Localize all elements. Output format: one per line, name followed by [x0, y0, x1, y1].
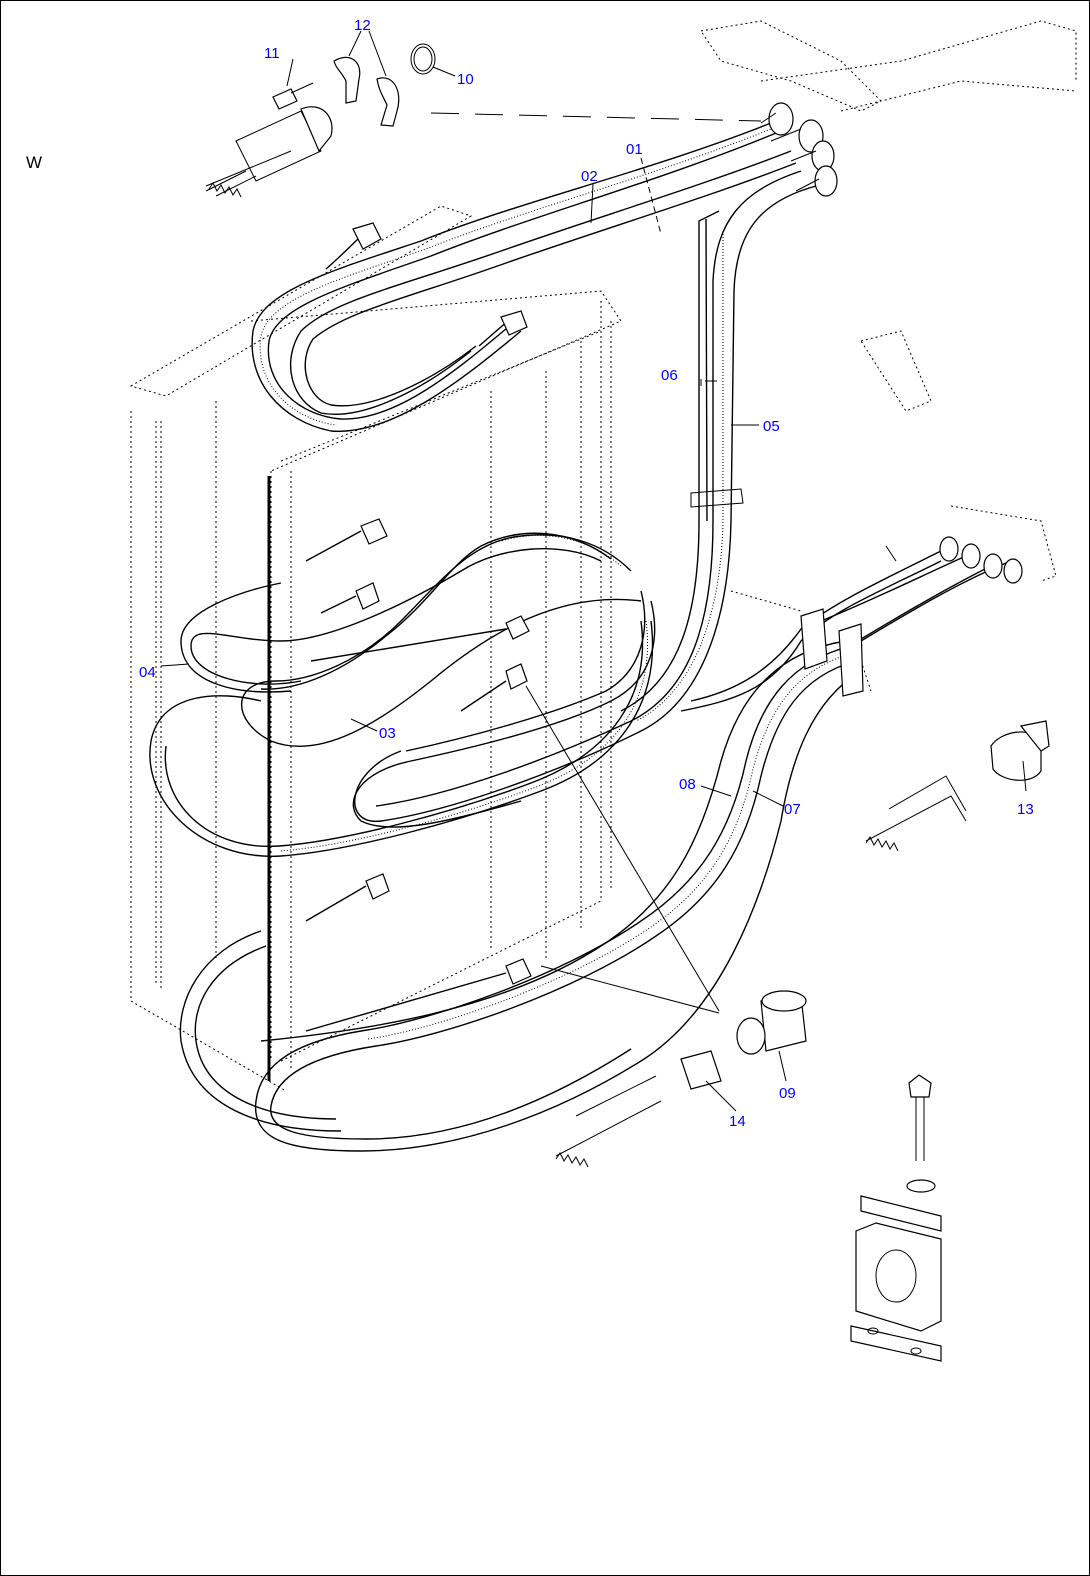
callout-07: 07	[784, 801, 801, 818]
background-structure	[129, 20, 1077, 1092]
callout-10: 10	[457, 71, 474, 88]
callout-03: 03	[379, 725, 396, 742]
callout-04: 04	[139, 664, 156, 681]
callout-02: 02	[581, 168, 598, 185]
view-marker-w: W	[26, 153, 42, 172]
callout-05: 05	[763, 418, 780, 435]
hose-07-08-lower-loop	[179, 640, 862, 1152]
detail-09-14-fittings	[525, 685, 807, 1168]
callout-12: 12	[354, 17, 371, 34]
detail-13-plug	[865, 720, 1050, 852]
callout-08: 08	[679, 776, 696, 793]
right-manifold	[680, 536, 1023, 712]
detail-fitting-top	[205, 43, 762, 198]
callout-09: 09	[779, 1085, 796, 1102]
hose-05-06-vertical	[354, 170, 817, 822]
leader-lines	[160, 30, 1027, 1112]
callout-14: 14	[729, 1113, 746, 1130]
hose-03-04-loops	[149, 518, 656, 857]
callout-06: 06	[661, 367, 678, 384]
callout-01: 01	[626, 141, 643, 158]
top-fittings	[760, 102, 838, 197]
callout-13: 13	[1017, 801, 1034, 818]
clamp-assembly	[850, 1074, 942, 1362]
hose-01-02-upper-loop	[251, 122, 797, 432]
callout-11: 11	[264, 45, 280, 62]
